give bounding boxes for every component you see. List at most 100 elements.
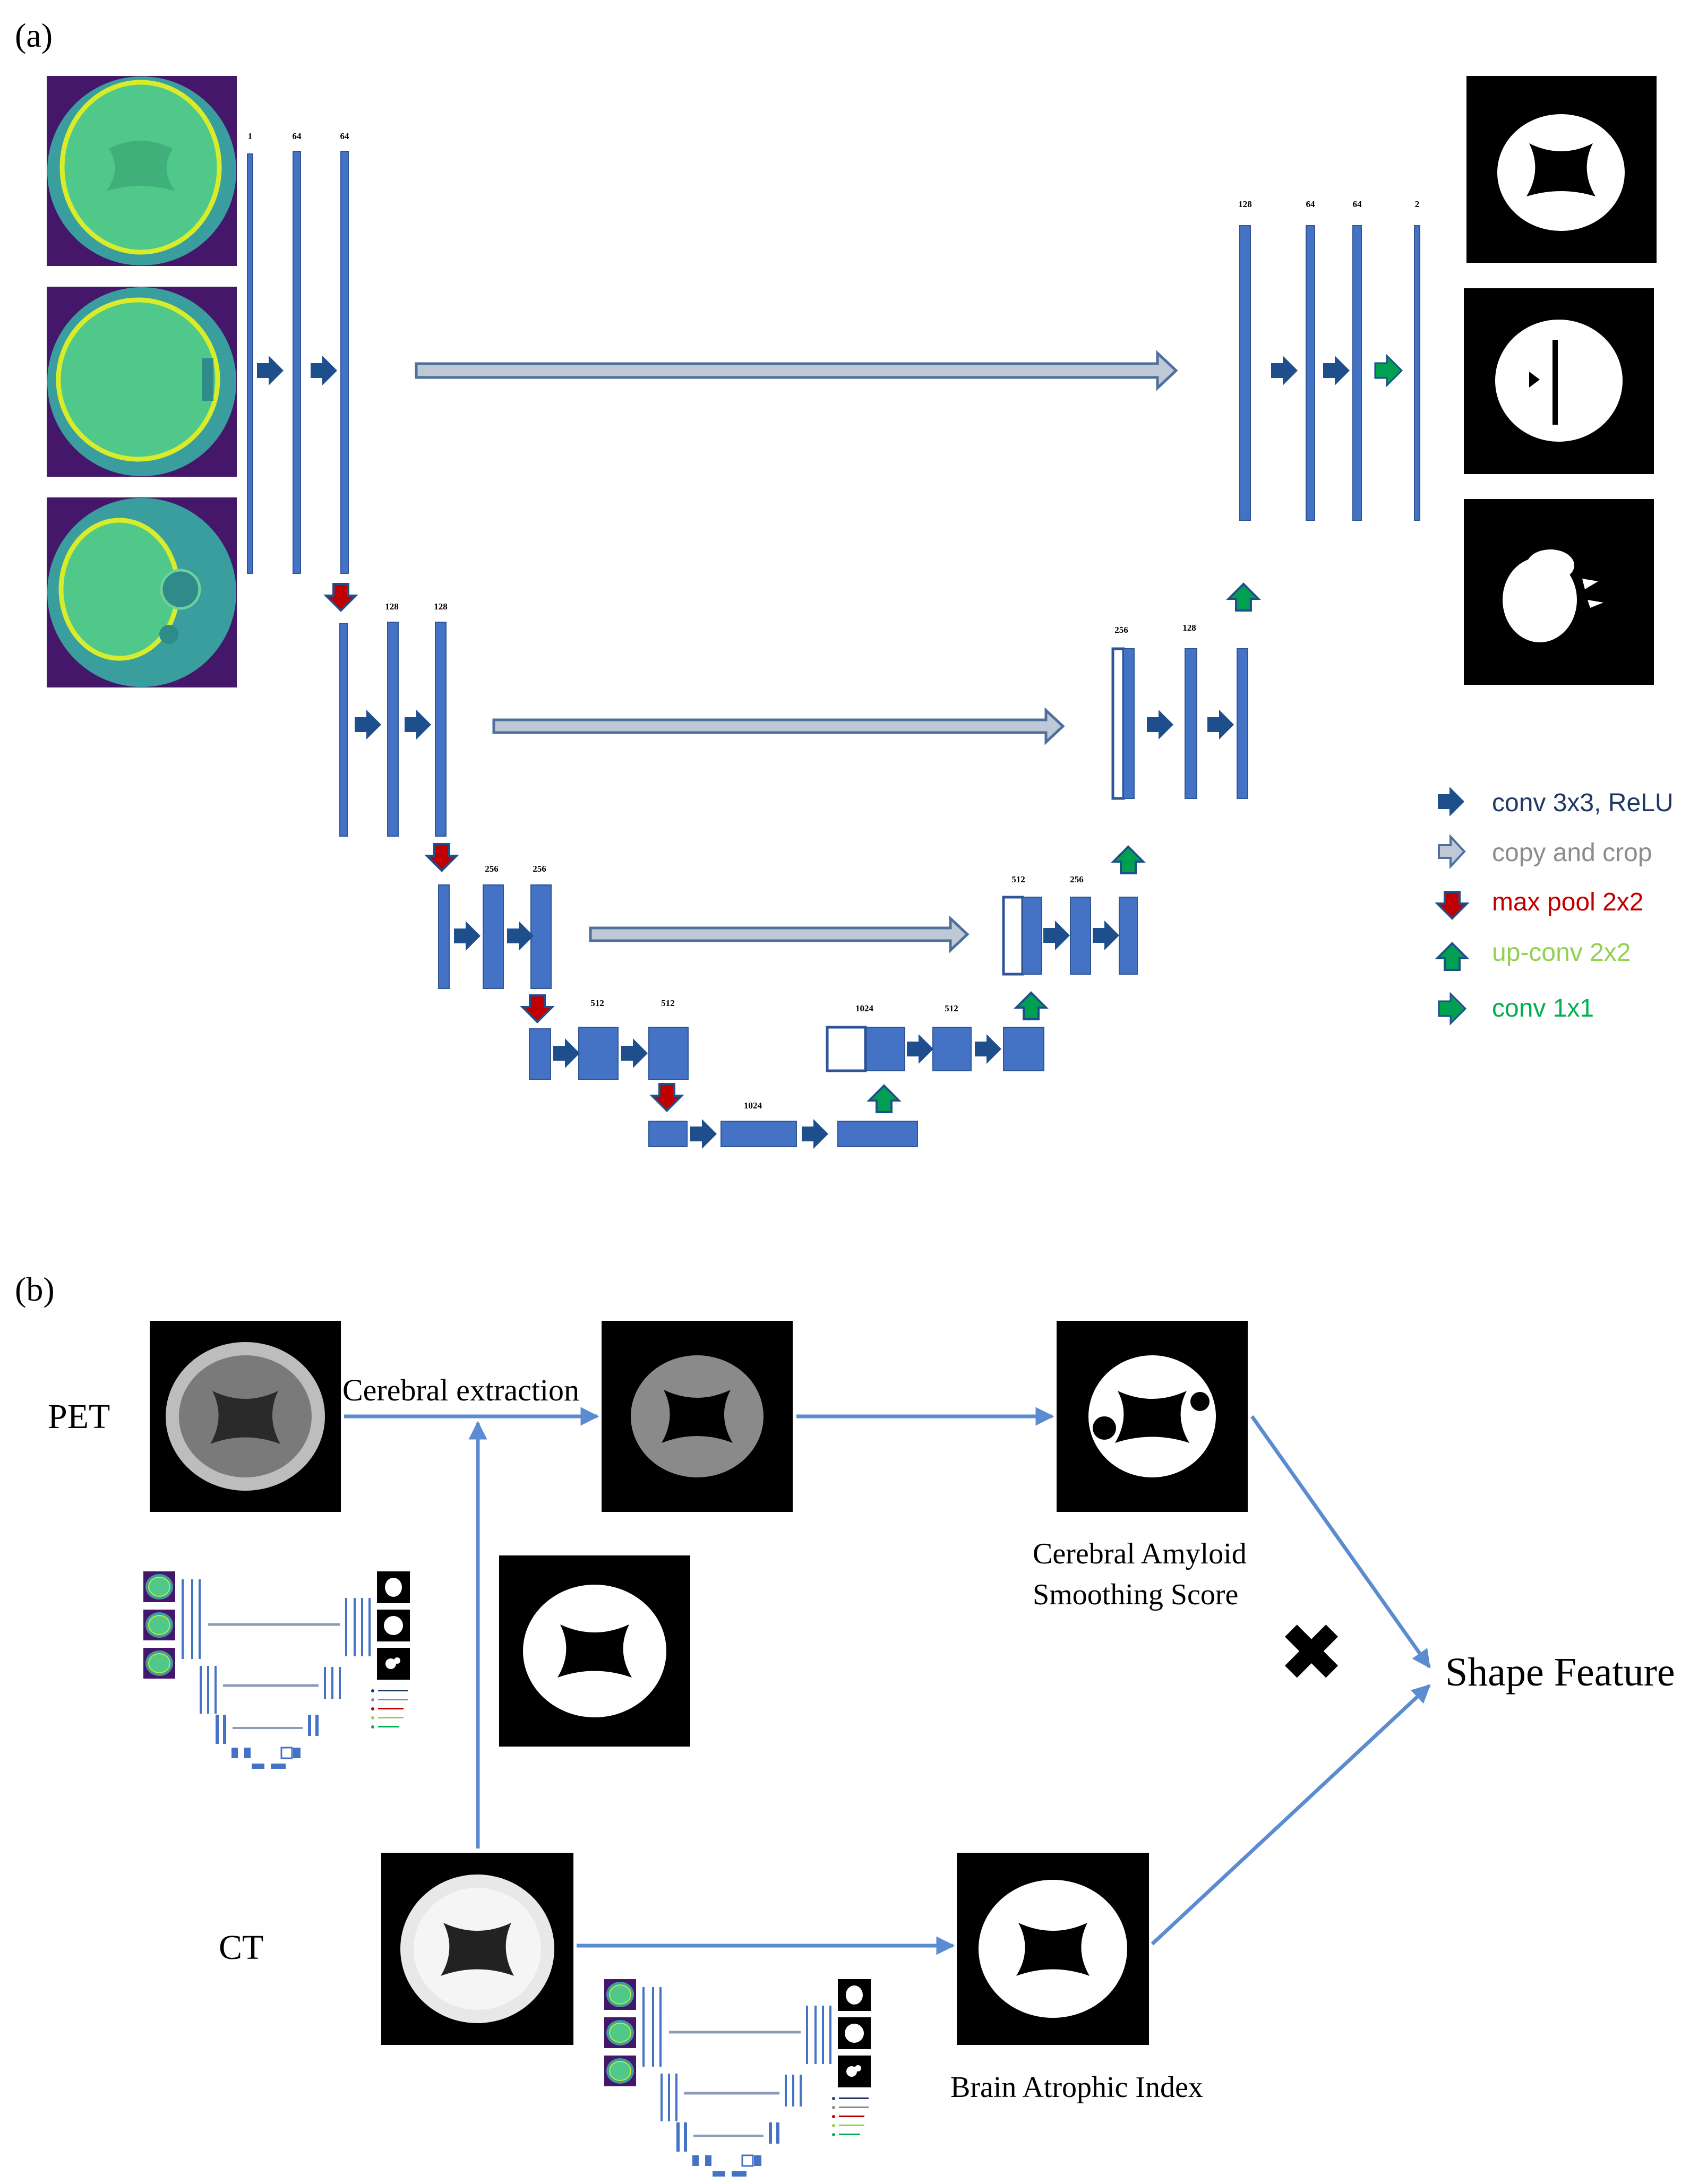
conv-arrow-icon (1438, 787, 1464, 816)
conv-arrow-icon (1271, 356, 1298, 385)
input-ct-slice-2 (47, 287, 237, 477)
conv-arrow-icon (311, 356, 337, 385)
output-masks (1464, 76, 1657, 685)
amyloid-mask-image (1057, 1321, 1248, 1512)
up-conv-arrow-icon (1228, 583, 1259, 612)
legend: conv 3x3, ReLU copy and crop max pool 2x… (1436, 787, 1674, 1025)
legend-label: conv 1x1 (1492, 994, 1594, 1022)
feature-map (720, 1121, 797, 1147)
channel-label: 64 (1353, 199, 1362, 209)
feature-map (339, 623, 348, 837)
feature-map (1237, 648, 1248, 799)
output-mask-2 (1464, 288, 1654, 474)
feature-map (387, 622, 399, 837)
ct-label: CT (219, 1928, 263, 1967)
bottleneck: 1024 (648, 1085, 918, 1149)
legend-label: up-conv 2x2 (1492, 939, 1631, 967)
amyloid-score-line2: Smoothing Score (1033, 1578, 1238, 1611)
encoder-level-1: 1 64 64 (247, 131, 357, 612)
feature-map (1239, 225, 1251, 521)
amyloid-score-line1: Cerebral Amyloid (1033, 1537, 1247, 1570)
feature-map (837, 1121, 918, 1147)
ct-image (381, 1853, 573, 2045)
copy-crop-arrow-icon (1438, 833, 1466, 870)
feature-map (1022, 897, 1042, 975)
legend-label: max pool 2x2 (1492, 888, 1644, 916)
decoder-level-1: 128 64 64 2 (1238, 199, 1420, 521)
feature-map (247, 153, 253, 574)
channel-label: 1024 (855, 1003, 874, 1013)
conv-arrow-icon (355, 710, 381, 740)
channel-label: 128 (434, 601, 448, 612)
channel-label: 1 (248, 131, 253, 141)
feature-map (648, 1027, 689, 1080)
channel-label: 256 (1114, 625, 1128, 635)
legend-max-pool: max pool 2x2 (1436, 888, 1644, 919)
channel-label: 256 (1070, 874, 1084, 884)
max-pool-arrow-icon (521, 994, 553, 1023)
conv-arrow-icon (907, 1034, 933, 1064)
max-pool-arrow-icon (325, 583, 357, 612)
max-pool-arrow-icon (651, 1083, 683, 1112)
panel-a-label: (a) (15, 16, 53, 54)
encoder-level-3: 256 256 (438, 864, 553, 1023)
input-ct-images (47, 76, 237, 687)
up-conv-arrow-icon (1015, 992, 1047, 1020)
cerebral-extraction-label: Cerebral extraction (342, 1373, 579, 1407)
channel-label: 1024 (744, 1100, 762, 1111)
channel-label: 128 (385, 601, 399, 612)
channel-label: 64 (293, 131, 302, 141)
channel-label: 64 (1306, 199, 1316, 209)
conv-arrow-icon (690, 1119, 717, 1149)
channel-label: 128 (1182, 623, 1196, 633)
feature-map (438, 884, 450, 989)
mini-unet-bottom (604, 1979, 871, 2177)
pet-image (150, 1321, 341, 1512)
conv1x1-arrow-icon (1438, 993, 1466, 1025)
channel-label: 512 (661, 998, 675, 1008)
legend-copy-crop: copy and crop (1438, 833, 1652, 870)
feature-map (648, 1121, 688, 1147)
conv-arrow-icon (1207, 710, 1234, 740)
conv-arrow-icon (1323, 356, 1350, 385)
copy-crop-arrow-icon (589, 915, 970, 953)
channel-label: 256 (485, 864, 499, 874)
conv-arrow-icon (975, 1034, 1001, 1064)
channel-label: 2 (1415, 199, 1420, 209)
conv1x1-arrow-icon (1374, 355, 1403, 386)
flow-arrows (344, 1407, 1431, 1955)
legend-label: copy and crop (1492, 839, 1652, 867)
shape-feature-label: Shape Feature (1445, 1650, 1675, 1695)
pet-label: PET (48, 1397, 110, 1436)
conv-arrow-icon (802, 1119, 828, 1149)
legend-conv1x1: conv 1x1 (1438, 993, 1594, 1025)
conv-arrow-icon (405, 710, 431, 740)
conv-arrow-icon (553, 1038, 580, 1068)
output-mask-1 (1466, 76, 1657, 263)
multiply-icon: ✖ (1278, 1607, 1345, 1699)
channel-label: 512 (1011, 874, 1025, 884)
feature-map (483, 884, 504, 989)
conv-arrow-icon (1147, 710, 1173, 740)
conv-arrow-icon (1043, 921, 1070, 950)
encoder-level-4: 512 512 (529, 998, 689, 1112)
arrow-amyloid-to-shape (1250, 1415, 1431, 1669)
legend-label: conv 3x3, ReLU (1492, 789, 1674, 817)
channel-label: 512 (945, 1003, 958, 1013)
conv-arrow-icon (257, 356, 284, 385)
feature-map (1002, 896, 1024, 976)
feature-map (1414, 225, 1420, 521)
feature-map (435, 622, 447, 837)
copy-crop-arrow-icon (492, 707, 1065, 745)
extracted-pet-image (602, 1321, 793, 1512)
up-conv-arrow-icon (1112, 846, 1144, 874)
legend-up-conv: up-conv 2x2 (1436, 939, 1631, 971)
mini-unet-top (143, 1571, 410, 1769)
brain-atrophic-index-label: Brain Atrophic Index (950, 2071, 1203, 2104)
panel-b-label: (b) (15, 1270, 55, 1308)
feature-map (1352, 225, 1362, 521)
channel-label: 256 (533, 864, 546, 874)
ct-brain-mask-image (499, 1555, 690, 1747)
feature-map (530, 884, 552, 989)
